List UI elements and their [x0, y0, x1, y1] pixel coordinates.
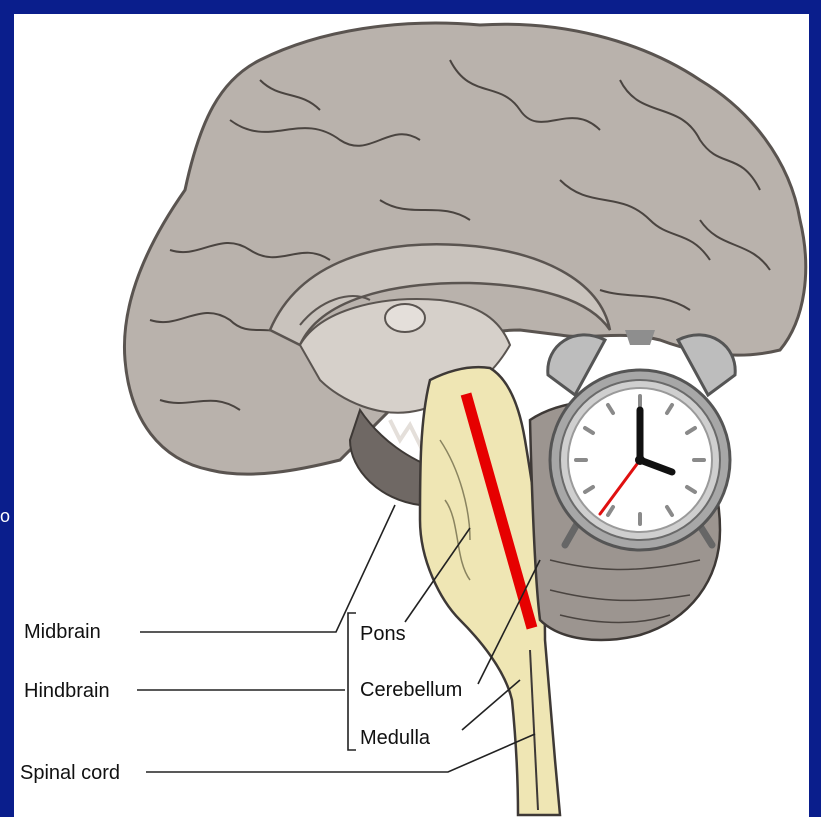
label-medulla: Medulla: [360, 727, 431, 749]
label-midbrain: Midbrain: [24, 621, 101, 643]
leader-spinal-cord: [146, 734, 535, 772]
label-hindbrain: Hindbrain: [24, 680, 110, 702]
label-pons: Pons: [360, 623, 406, 645]
label-cerebellum: Cerebellum: [360, 679, 462, 701]
hindbrain-bracket: [348, 613, 356, 750]
alarm-clock-icon: [548, 330, 735, 550]
leader-midbrain: [140, 505, 395, 632]
label-spinal-cord: Spinal cord: [20, 762, 120, 784]
